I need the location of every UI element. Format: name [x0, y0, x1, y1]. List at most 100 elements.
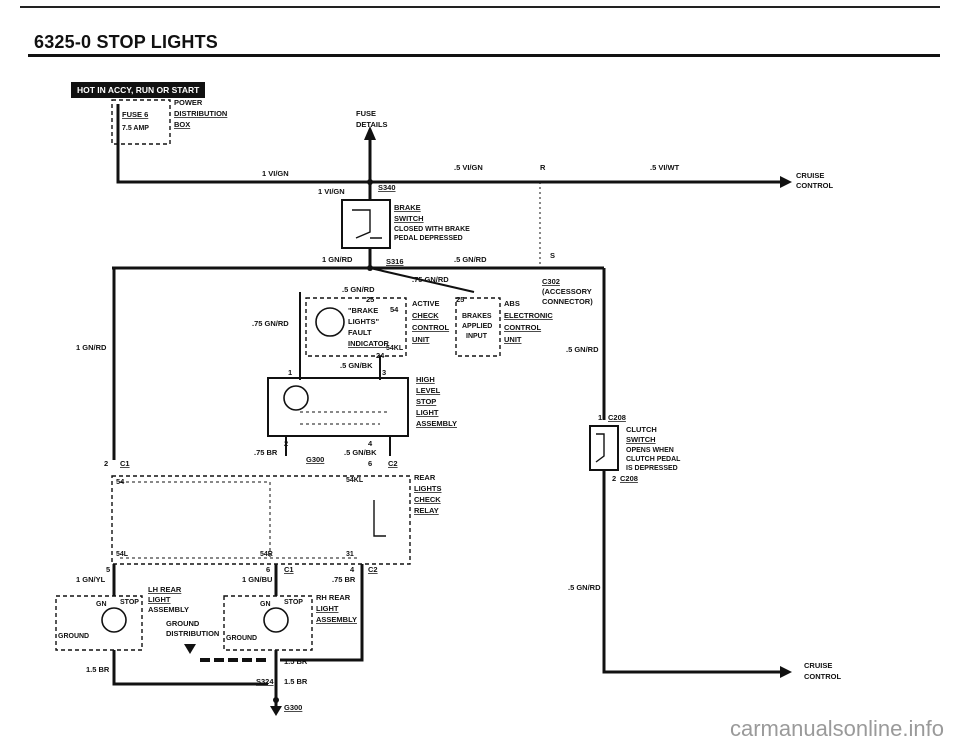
fuse-box-title-1: POWER: [174, 98, 203, 107]
relay-internal: [120, 481, 360, 559]
hl-stop-1: HIGH: [416, 375, 435, 384]
splice-s324: S324: [256, 677, 274, 686]
active-check-4: UNIT: [412, 335, 430, 344]
relay-contacts: [373, 500, 386, 537]
s316-dot: [367, 265, 373, 271]
ground-g300b: G300: [284, 703, 302, 712]
g300-ground-arrow: [270, 706, 282, 716]
pin-2-c1: 2: [104, 459, 108, 468]
pin-4: 4: [368, 439, 373, 448]
hl-stop-3: STOP: [416, 397, 436, 406]
pin-5: 5: [106, 565, 110, 574]
relay-box: [111, 475, 411, 565]
lamp-gn-2: GN: [260, 601, 271, 608]
conn-c1b: C1: [284, 565, 294, 574]
wire-label-w2: .5 VI/GN: [454, 163, 483, 172]
wire-label-w12: .5 GN/RD: [566, 345, 599, 354]
clutch-1: CLUTCH: [626, 425, 657, 434]
fault-2: LIGHTS": [348, 317, 379, 326]
lh-rear-2: LIGHT: [148, 595, 171, 604]
pin-1: 1: [288, 368, 292, 377]
clutch-switch-box: [589, 425, 619, 471]
pin-54r: 54R: [260, 551, 273, 558]
cruise-lower-wire: [602, 470, 780, 674]
cruise2-line2: CONTROL: [804, 672, 841, 681]
s340-dot: [367, 179, 373, 185]
fuse-box-title-2: DISTRIBUTION: [174, 109, 227, 118]
fuse-details-arrow: [364, 126, 376, 140]
lamp-gnd-2: GROUND: [226, 635, 257, 642]
wire-label-w1: 1 VI/GN: [262, 169, 289, 178]
check-control-box: [305, 297, 407, 357]
wire-label-w15: .5 GN/BK: [344, 448, 377, 457]
hl-out-wires: [285, 436, 391, 456]
wire-label-w8: .75 GN/RD: [412, 275, 449, 284]
gnd-dist-1: GROUND: [166, 619, 200, 628]
active-check-3: CONTROL: [412, 323, 449, 332]
pin-2-c208: 2: [612, 474, 616, 483]
pin-24: 24: [376, 351, 385, 360]
lh-rear-box: [55, 595, 143, 651]
pin-4b: 4: [350, 565, 355, 574]
lamp-stop-2: STOP: [284, 599, 303, 606]
pin-1-c208: 1: [598, 413, 602, 422]
abs-box: [455, 297, 501, 357]
c302-3: CONNECTOR): [542, 297, 593, 306]
rh-rear-3: ASSEMBLY: [316, 615, 357, 624]
fault-4: INDICATOR: [348, 339, 390, 348]
pin-6b: 6: [266, 565, 270, 574]
wire-label-w11: 1 GN/RD: [76, 343, 107, 352]
main-feed-wire: [116, 104, 780, 184]
cruise1-line2: CONTROL: [796, 181, 833, 190]
wire-label-w21: 1.5 BR: [284, 657, 308, 666]
clutch-4: CLUTCH PEDAL: [626, 456, 681, 463]
abs-2: ELECTRONIC: [504, 311, 553, 320]
relay-4: RELAY: [414, 506, 439, 515]
wire-label-w23: S: [550, 251, 555, 260]
fuse-details-2: DETAILS: [356, 120, 388, 129]
lh-rear-3: ASSEMBLY: [148, 605, 189, 614]
conn-c2a: C2: [388, 459, 398, 468]
relay-1: REAR: [414, 473, 436, 482]
brake-switch-4: PEDAL DEPRESSED: [394, 235, 463, 242]
brake-switch-box: [341, 199, 391, 249]
cruise1-line1: CRUISE: [796, 171, 824, 180]
br-ground-wire: [280, 564, 364, 662]
brakes-applied-2: APPLIED: [462, 323, 492, 330]
rh-rear-2: LIGHT: [316, 604, 339, 613]
fault-1: "BRAKE: [348, 306, 378, 315]
hot-label: HOT IN ACCY, RUN OR START: [71, 82, 206, 98]
rh-rear-1: RH REAR: [316, 593, 351, 602]
wire-label-w20: 1.5 BR: [86, 665, 110, 674]
conn-c1a: C1: [120, 459, 130, 468]
abs-feed-wire: [369, 267, 475, 293]
brake-switch-2: SWITCH: [394, 214, 424, 223]
fuse-name: FUSE 6: [122, 110, 148, 119]
cruise2-line1: CRUISE: [804, 661, 832, 670]
pin-3: 3: [382, 368, 386, 377]
active-check-1: ACTIVE: [412, 299, 440, 308]
hl-lamp-circle: [283, 385, 309, 411]
lh-lamp-circle: [101, 607, 127, 633]
gnd-dist-2: DISTRIBUTION: [166, 629, 219, 638]
s324-dot: [273, 697, 279, 703]
wire-label-w9: .5 GN/RD: [342, 285, 375, 294]
pin-25b: 25: [456, 295, 464, 304]
relay-2: LIGHTS: [414, 484, 442, 493]
rh-rear-box: [223, 595, 313, 651]
hl-internal: [300, 411, 390, 425]
lamp-stop-1: STOP: [120, 599, 139, 606]
clutch-2: SWITCH: [626, 435, 656, 444]
conn-c208a: C208: [608, 413, 626, 422]
clutch-contacts: [595, 433, 605, 463]
conn-c2b: C2: [368, 565, 378, 574]
brakes-applied-3: INPUT: [466, 333, 488, 340]
title-rule: [28, 54, 940, 57]
lh-ground-wire: [112, 650, 268, 686]
pin-54l: 54L: [116, 551, 129, 558]
gnd-dist-symbol: [184, 644, 196, 654]
wire-label-w6: 1 GN/RD: [322, 255, 353, 264]
hl-stop-4: LIGHT: [416, 408, 439, 417]
